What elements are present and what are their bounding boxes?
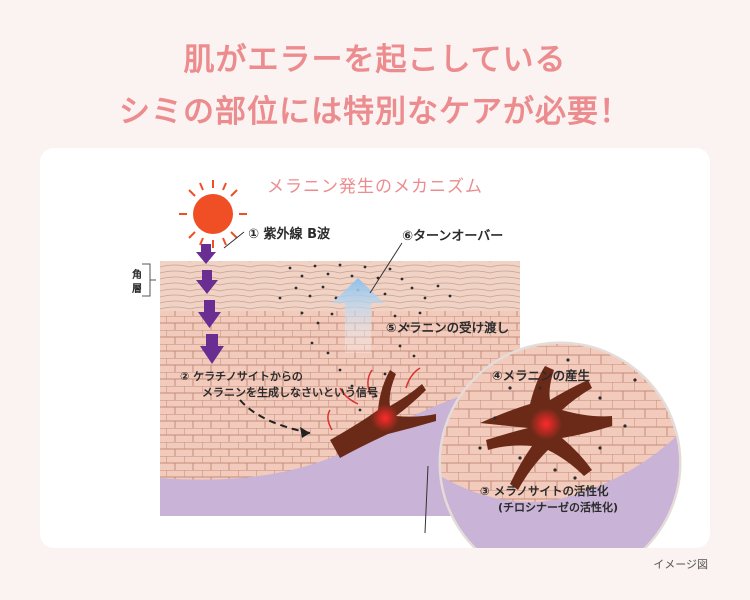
uv-b-arrows (196, 244, 224, 364)
magnifier-lens (438, 341, 682, 548)
stratum-label-1: 角 (132, 268, 142, 281)
stratum-label-2: 層 (132, 283, 142, 295)
step-4-label: ④メラニンの産生 (492, 368, 591, 383)
step-1-label: ① 紫外線 B波 (248, 226, 331, 242)
diagram-card: メラニン発生のメカニズム (40, 148, 710, 548)
transfer-arrows (327, 367, 421, 431)
image-caption: イメージ図 (653, 558, 708, 571)
headline-line-2: シミの部位には特別なケアが必要！ (119, 94, 631, 130)
step-5-label: ⑤メラニンの受け渡し (386, 320, 509, 335)
step-6-label: ⑥ターンオーバー (402, 229, 503, 244)
headline-line-1: 肌がエラーを起こしている (183, 42, 567, 78)
melanin-mechanism-diagram: 角 層 ① 紫外線 B波 ⑥ターンオーバー ⑤メラニンの受け渡し ② ケラチノ (132, 180, 682, 548)
melanocyte (330, 370, 436, 458)
diagram-title: メラニン発生のメカニズム (267, 177, 483, 197)
sun-icon (179, 180, 247, 248)
step-3-label-line-2: (チロシナーゼの活性化) (498, 500, 618, 514)
melanin-dots (278, 263, 452, 412)
dermis (160, 378, 520, 516)
step-2-label-line-2: メラニンを生成しなさいという信号 (202, 385, 378, 399)
step-3-label: ③ メラノサイトの活性化 (480, 484, 609, 498)
signal-arrow (239, 399, 311, 434)
turnover-arrow (332, 278, 384, 353)
step-2-label: ② ケラチノサイトからの (180, 370, 303, 383)
